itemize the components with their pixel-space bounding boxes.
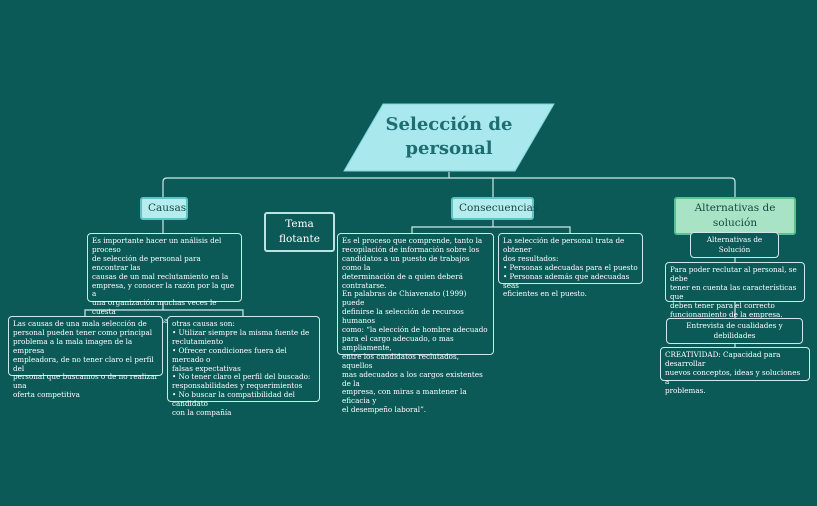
causas-intro-line: Es importante hacer un análisis del proc… xyxy=(92,236,222,254)
causas-right-line: con la compañía xyxy=(172,408,232,418)
consecuencias-right-line: • Personas además que adecuadas seas xyxy=(503,271,630,290)
central-topic-title: Selección de personal xyxy=(373,113,525,161)
causas-right-line: • No buscar la compatibilidad del candid… xyxy=(172,390,295,409)
consecuencias-left-line: empresa, con miras a mantener la eficaci… xyxy=(342,387,467,406)
central-topic-title-line1: Selección de xyxy=(385,114,513,135)
alternativas-item-3-line: nuevos conceptos, ideas y soluciones a xyxy=(665,367,801,386)
causas-intro-line: causas de un mal reclutamiento en la xyxy=(92,271,229,281)
alternativas-sub-topic[interactable]: Alternativas de Solución xyxy=(690,232,779,258)
consecuencias-right-line: eficientes en el puesto. xyxy=(503,289,587,299)
consecuencias-right-line: dos resultados: xyxy=(503,253,559,263)
causas-right-box[interactable]: otras causas son: • Utilizar siempre la … xyxy=(167,316,320,417)
floating-topic[interactable]: Tema flotante xyxy=(264,212,335,252)
consecuencias-left-line: determinación de a quien deberá xyxy=(342,271,463,281)
alternativas-item-2[interactable]: Entrevista de cualidades y debilidades xyxy=(666,318,803,344)
causas-left-line: problema a la mala imagen de la empresa xyxy=(13,336,133,355)
causas-right-line: otras causas son: xyxy=(172,319,235,328)
consecuencias-left-line: para el cargo adecuado, o mas ampliament… xyxy=(342,333,454,352)
causas-intro-line: de selección de personal para encontrar … xyxy=(92,253,201,272)
causas-left-line: oferta competitiva xyxy=(13,390,80,400)
central-topic-shape xyxy=(343,103,555,172)
causas-right-line: responsabilidades y requerimientos xyxy=(172,381,303,391)
alternativas-item-1-line: Para poder reclutar al personal, se debe xyxy=(670,265,797,283)
alternativas-item-3[interactable]: CREATIVIDAD: Capacidad para desarrollar … xyxy=(660,347,810,395)
central-topic[interactable]: Selección de personal xyxy=(343,103,555,172)
causas-left-line: personal que buscamos o de no realizar u… xyxy=(13,372,158,391)
consecuencias-left-line: En palabras de Chiavenato (1999) puede xyxy=(342,289,467,308)
consecuencias-left-line: recopilación de información sobre los xyxy=(342,244,480,254)
alternativas-item-3-line: CREATIVIDAD: Capacidad para desarrollar xyxy=(665,350,781,368)
branch-causas[interactable]: Causas xyxy=(140,197,188,220)
consecuencias-left-line: definirse la selección de recursos human… xyxy=(342,307,464,326)
consecuencias-left-line: como: “la elección de hombre adecuado xyxy=(342,325,488,335)
causas-left-line: empleadora, de no tener claro el perfil … xyxy=(13,354,154,373)
causas-intro-line: una organización muchas veces le cuesta xyxy=(92,298,217,317)
consecuencias-left-box[interactable]: Es el proceso que comprende, tanto la re… xyxy=(337,233,494,414)
causas-right-line: falsas expectativas xyxy=(172,363,241,373)
consecuencias-left-line: candidatos a un puesto de trabajos como … xyxy=(342,253,470,272)
causas-right-line: • Utilizar siempre la misma fuente de xyxy=(172,327,310,337)
causas-left-line: Las causas de una mala selección de xyxy=(13,319,147,328)
branch-consecuencias[interactable]: Consecuencias xyxy=(451,197,538,220)
alternativas-item-3-line: problemas. xyxy=(665,385,706,395)
consecuencias-right-line: La selección de personal trata de obtene… xyxy=(503,236,625,254)
consecuencias-left-line: mas adecuados a los cargos existentes de… xyxy=(342,369,483,388)
consecuencias-left-line: el desempeño laboral”. xyxy=(342,405,427,415)
causas-left-box[interactable]: Las causas de una mala selección de pers… xyxy=(8,316,163,399)
alternativas-item-1[interactable]: Para poder reclutar al personal, se debe… xyxy=(665,262,805,318)
causas-right-line: • No tener claro el perfil del buscado: xyxy=(172,372,311,382)
causas-intro-line: empresa, y conocer la razón por la que a xyxy=(92,280,235,299)
alternativas-item-1-line: funcionamiento de la empresa. xyxy=(670,309,783,319)
causas-left-line: personal pueden tener como principal xyxy=(13,327,153,337)
causas-right-line: reclutamiento xyxy=(172,336,224,346)
consecuencias-left-line: contratarse. xyxy=(342,280,387,290)
consecuencias-left-line: entre los candidatos reclutados, aquello… xyxy=(342,351,459,370)
alternativas-item-1-line: tener en cuenta las características que xyxy=(670,282,797,301)
alternativas-item-1-line: deben tener para el correcto xyxy=(670,300,775,310)
central-topic-title-line2: personal xyxy=(405,138,493,159)
consecuencias-left-line: Es el proceso que comprende, tanto la xyxy=(342,236,483,245)
causas-intro-box[interactable]: Es importante hacer un análisis del proc… xyxy=(87,233,242,343)
consecuencias-right-box[interactable]: La selección de personal trata de obtene… xyxy=(498,233,643,298)
causas-right-line: • Ofrecer condiciones fuera del mercado … xyxy=(172,345,287,364)
branch-alternativas[interactable]: Alternativas de solución xyxy=(674,197,796,235)
consecuencias-right-line: • Personas adecuadas para el puesto xyxy=(503,262,638,272)
